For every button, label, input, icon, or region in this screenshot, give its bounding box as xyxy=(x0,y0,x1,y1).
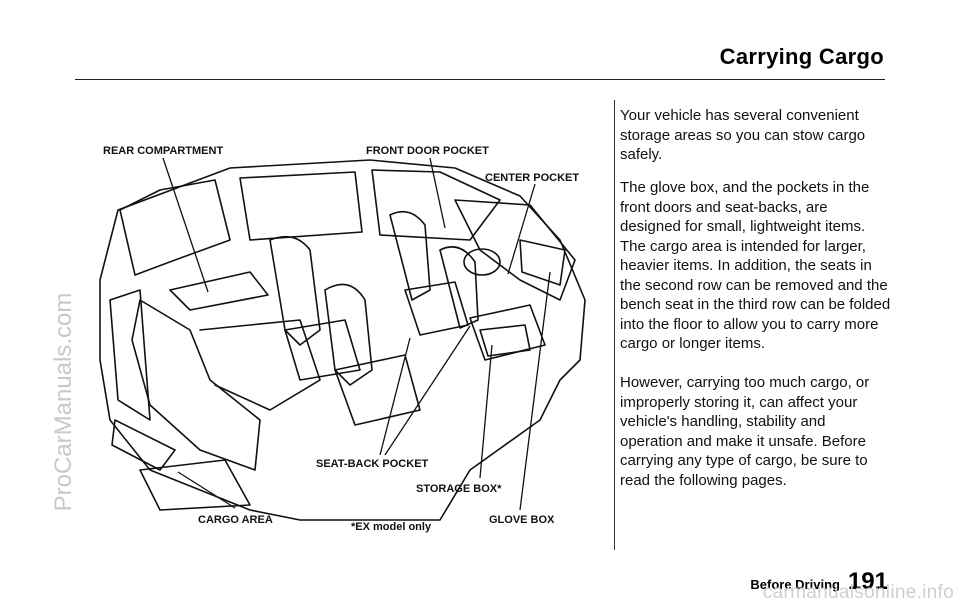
footnote-ex-model: *EX model only xyxy=(351,521,432,533)
storage-box-shape xyxy=(480,325,530,356)
label-cargo-area: CARGO AREA xyxy=(198,514,273,526)
watermark-bottom: carmanualsonline.info xyxy=(763,582,954,604)
front-window xyxy=(372,170,500,240)
label-glove-box: GLOVE BOX xyxy=(489,514,555,526)
glove-box-shape xyxy=(520,240,565,285)
paragraph-warning: However, carrying too much cargo, or imp… xyxy=(620,373,892,490)
label-storage-box: STORAGE BOX* xyxy=(416,483,502,495)
second-row-seat-right xyxy=(325,284,372,385)
steering-wheel xyxy=(464,249,500,275)
front-seat-right xyxy=(440,247,478,328)
second-window xyxy=(240,172,362,240)
paragraph-intro: Your vehicle has several convenient stor… xyxy=(620,106,892,165)
label-front-door-pocket: FRONT DOOR POCKET xyxy=(366,145,489,157)
label-center-pocket: CENTER POCKET xyxy=(485,172,579,184)
paragraph-storage-areas: The glove box, and the pockets in the fr… xyxy=(620,178,892,354)
label-seat-back-pocket: SEAT-BACK POCKET xyxy=(316,458,429,470)
label-rear-compartment: REAR COMPARTMENT xyxy=(103,145,223,157)
watermark-side: ProCarManuals.com xyxy=(50,222,78,582)
rear-compartment-shape xyxy=(170,272,268,310)
